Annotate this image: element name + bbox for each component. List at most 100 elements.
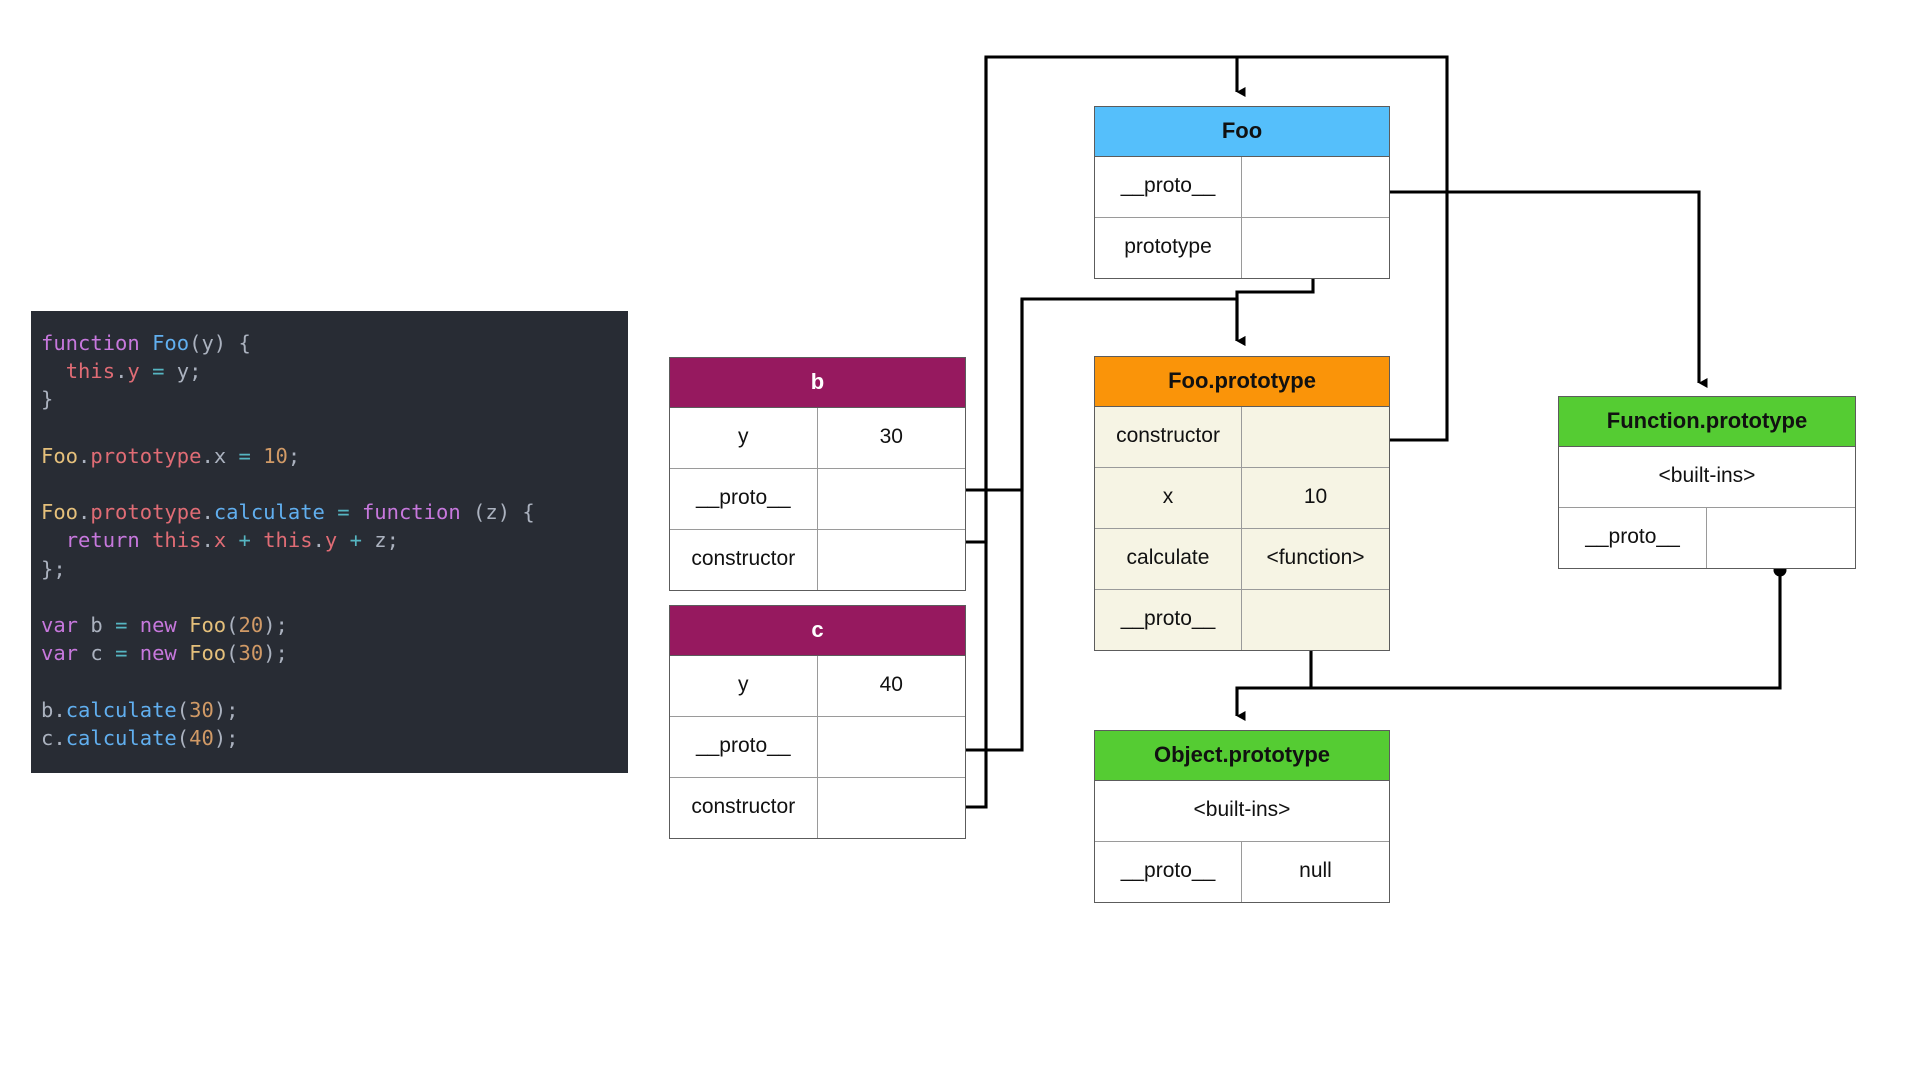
code-token: z; [374, 528, 399, 553]
table-row: prototype [1095, 218, 1389, 278]
code-token: . [201, 528, 214, 553]
code-token [127, 613, 139, 637]
table-row: x 10 [1095, 468, 1389, 529]
row-key: constructor [670, 530, 818, 590]
row-key: __proto__ [1095, 590, 1242, 650]
code-token: Foo [189, 613, 227, 638]
code-token: }; [41, 556, 66, 581]
code-line: }; [41, 555, 618, 583]
object-box-c: c y 40 __proto__ constructor [669, 605, 966, 839]
code-token [41, 528, 66, 552]
row-key: __proto__ [1095, 842, 1242, 902]
row-key: prototype [1095, 218, 1242, 278]
code-token: 30 [238, 641, 264, 666]
row-value: <function> [1266, 546, 1365, 570]
code-token: + [226, 528, 264, 553]
code-token: var [41, 641, 79, 666]
box-function-prototype-title: Function.prototype [1559, 397, 1855, 447]
code-token: Foo [189, 641, 227, 666]
code-token: ); [213, 725, 239, 750]
code-token: c [41, 725, 54, 750]
object-box-foo-prototype: Foo.prototype constructor x 10 calculate… [1094, 356, 1390, 651]
code-line: function Foo(y) { [41, 329, 618, 357]
code-line: } [41, 385, 618, 413]
table-row: __proto__ [1095, 157, 1389, 218]
code-line [41, 470, 618, 498]
code-line: return this.x + this.y + z; [41, 526, 618, 554]
code-token: ( [176, 725, 190, 750]
code-token: . [201, 443, 214, 468]
code-token: new [139, 641, 177, 666]
code-token: = [115, 613, 128, 638]
code-token: Foo [152, 331, 190, 355]
code-token: b [78, 613, 116, 638]
code-token: ); [263, 641, 288, 666]
code-token: b [41, 697, 54, 722]
code-token: this [65, 359, 116, 384]
code-token: ( [176, 697, 190, 722]
object-box-foo: Foo __proto__ prototype [1094, 106, 1390, 279]
code-token: ; [287, 443, 301, 468]
object-box-b: b y 30 __proto__ constructor [669, 357, 966, 591]
code-token: . [53, 697, 66, 722]
code-token: 10 [263, 443, 288, 468]
code-line: var b = new Foo(20); [41, 611, 618, 639]
table-row: __proto__ null [1095, 842, 1389, 902]
code-line: var c = new Foo(30); [41, 639, 618, 667]
code-token: (z) { [460, 500, 535, 525]
code-token: 30 [189, 697, 214, 722]
box-foo-title: Foo [1095, 107, 1389, 157]
row-value [818, 778, 966, 838]
box-c-title: c [670, 606, 965, 656]
code-token: prototype [90, 500, 202, 525]
row-value: null [1299, 859, 1332, 883]
table-row: __proto__ [670, 717, 965, 778]
table-row: y 30 [670, 408, 965, 469]
code-token: = [226, 443, 264, 468]
table-row: __proto__ [1095, 590, 1389, 650]
code-line: this.y = y; [41, 357, 618, 385]
row-value [818, 530, 966, 590]
code-token: this [263, 528, 313, 553]
table-row: <built-ins> [1559, 447, 1855, 508]
code-token: Foo [41, 500, 79, 525]
row-key: x [1095, 468, 1242, 528]
code-line: Foo.prototype.x = 10; [41, 442, 618, 470]
code-line [41, 583, 618, 611]
box-b-title: b [670, 358, 965, 408]
code-token: + [337, 528, 375, 553]
code-token: this [152, 528, 202, 553]
row-key: calculate [1095, 529, 1242, 589]
code-token [177, 641, 189, 665]
table-row: constructor [670, 778, 965, 838]
row-key: constructor [670, 778, 818, 838]
code-token [140, 528, 152, 552]
code-token: ( [226, 641, 239, 666]
table-row: calculate <function> [1095, 529, 1389, 590]
row-key: __proto__ [1559, 508, 1707, 568]
code-snippet: function Foo(y) { this.y = y;} Foo.proto… [31, 311, 628, 773]
code-token: . [312, 528, 325, 553]
row-value [1242, 590, 1389, 650]
code-token: y; [176, 359, 202, 384]
code-token: . [78, 500, 91, 525]
code-token: calculate [213, 500, 325, 525]
code-token: = [324, 500, 362, 525]
row-value: 40 [879, 673, 903, 697]
code-token: . [201, 500, 214, 525]
row-key: __proto__ [670, 469, 818, 529]
code-line: c.calculate(40); [41, 724, 618, 752]
code-token [177, 613, 189, 637]
object-box-object-prototype: Object.prototype <built-ins> __proto__ n… [1094, 730, 1390, 903]
code-token: prototype [90, 443, 202, 468]
code-token: ( [226, 613, 239, 638]
row-key: constructor [1095, 407, 1242, 467]
row-value [1707, 508, 1855, 568]
table-row: constructor [670, 530, 965, 590]
row-value [1242, 218, 1389, 278]
builtins-label: <built-ins> [1658, 464, 1756, 488]
code-line: b.calculate(30); [41, 696, 618, 724]
box-foo-prototype-title: Foo.prototype [1095, 357, 1389, 407]
code-token: . [53, 725, 66, 750]
code-token: function [361, 500, 461, 525]
